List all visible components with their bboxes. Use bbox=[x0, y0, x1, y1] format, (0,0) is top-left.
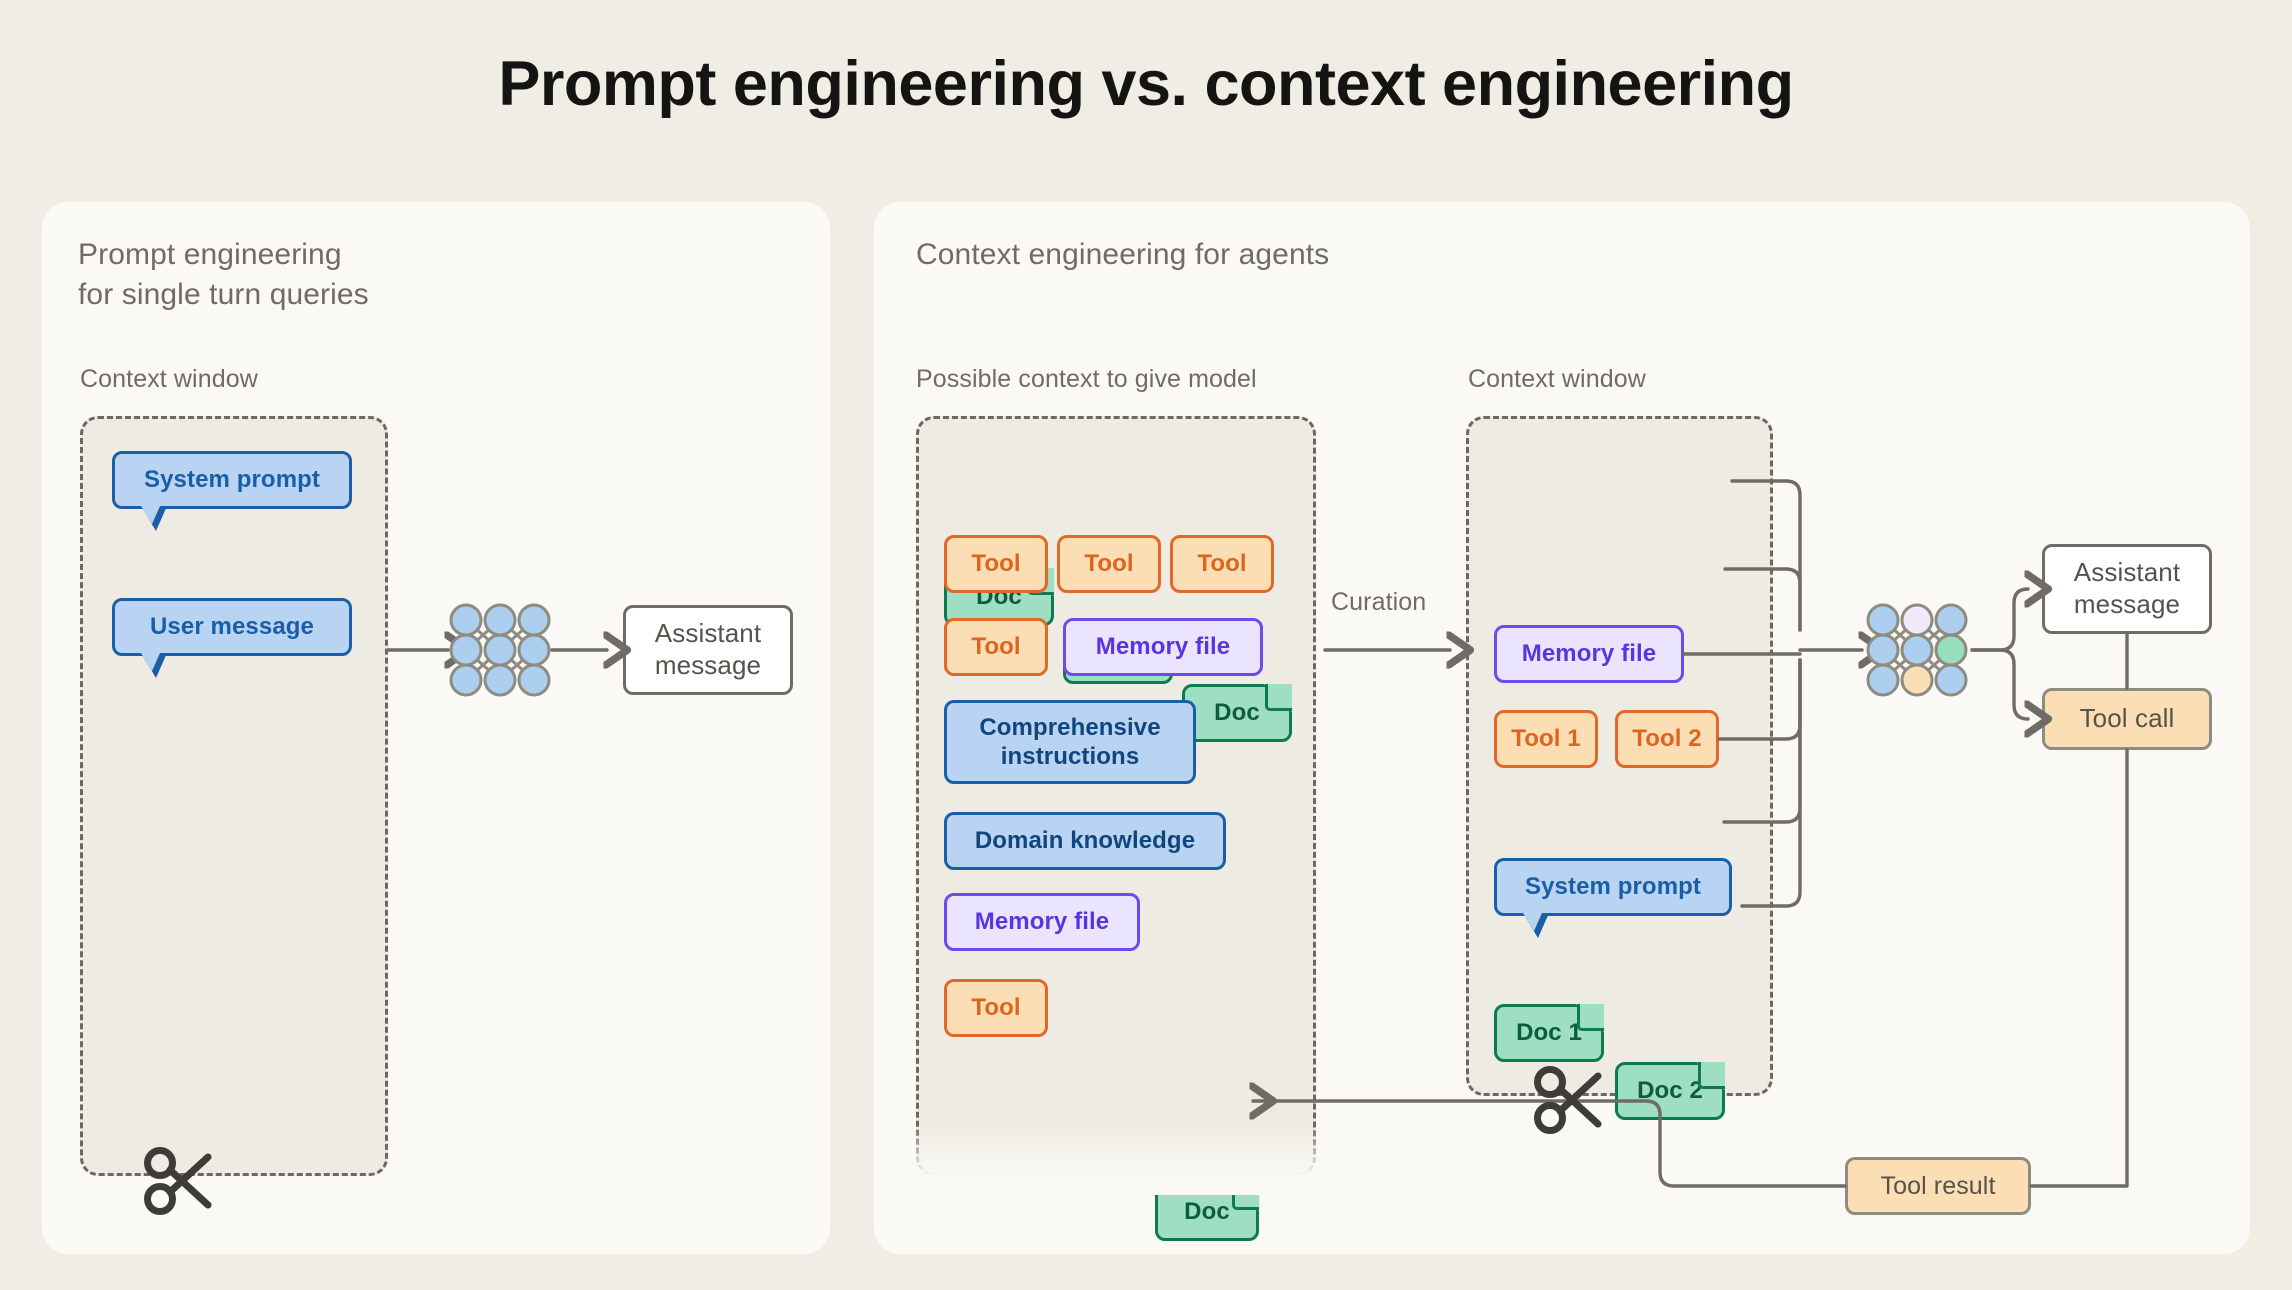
chip-label: System prompt bbox=[1524, 873, 1701, 901]
chip-label: Doc bbox=[1214, 699, 1260, 727]
feedback-tool-result[interactable]: Tool result bbox=[1845, 1157, 2031, 1215]
chip-label: Comprehensive instructions bbox=[979, 713, 1161, 770]
chip-doc-1-right[interactable]: Doc 1 bbox=[1494, 1003, 1605, 1062]
chip-label: Memory file bbox=[1095, 633, 1231, 661]
curation-label: Curation bbox=[1331, 588, 1427, 616]
possible-context-box bbox=[916, 416, 1316, 1176]
chip-memory-file-2[interactable]: Memory file bbox=[944, 893, 1140, 951]
chip-label: Tool result bbox=[1880, 1171, 1996, 1200]
chip-comprehensive-instructions[interactable]: Comprehensive instructions bbox=[944, 700, 1196, 784]
chip-label: System prompt bbox=[143, 466, 320, 494]
chip-tool-1[interactable]: Tool bbox=[944, 535, 1048, 593]
chip-system-prompt-left[interactable]: System prompt bbox=[112, 451, 352, 531]
chip-label: Domain knowledge bbox=[974, 827, 1196, 855]
chip-label: Tool bbox=[971, 550, 1021, 578]
chip-label: Doc 2 bbox=[1637, 1077, 1703, 1105]
output-assistant-message-right[interactable]: Assistant message bbox=[2042, 544, 2212, 634]
page-title: Prompt engineering vs. context engineeri… bbox=[498, 49, 1794, 119]
context-window-label-left: Context window bbox=[80, 365, 258, 393]
chip-domain-knowledge[interactable]: Domain knowledge bbox=[944, 812, 1226, 870]
chip-system-prompt-right[interactable]: System prompt bbox=[1494, 858, 1732, 938]
context-window-label-right: Context window bbox=[1468, 365, 1646, 393]
chip-label: Doc bbox=[1184, 1198, 1230, 1226]
chip-tool-2-right[interactable]: Tool 2 bbox=[1615, 710, 1719, 768]
right-panel-title: Context engineering for agents bbox=[916, 238, 1330, 271]
left-panel-title: Prompt engineering for single turn queri… bbox=[78, 238, 369, 311]
chip-tool-4[interactable]: Tool bbox=[944, 618, 1048, 676]
chip-label: Tool bbox=[1197, 550, 1247, 578]
chip-label: Tool call bbox=[2079, 703, 2175, 734]
chip-tool-3[interactable]: Tool bbox=[1170, 535, 1274, 593]
chip-label: Assistant message bbox=[654, 618, 762, 680]
chip-tool-1-right[interactable]: Tool 1 bbox=[1494, 710, 1598, 768]
chip-label: Memory file bbox=[974, 908, 1110, 936]
chip-doc-2-right[interactable]: Doc 2 bbox=[1615, 1061, 1726, 1120]
chip-doc-3[interactable]: Doc bbox=[1182, 683, 1293, 742]
chip-tool-2[interactable]: Tool bbox=[1057, 535, 1161, 593]
chip-label: Tool 1 bbox=[1511, 725, 1581, 753]
chip-user-message-left[interactable]: User message bbox=[112, 598, 352, 678]
chip-label: Doc 1 bbox=[1516, 1019, 1582, 1047]
chip-label: Assistant message bbox=[2073, 557, 2181, 619]
chip-memory-file-1[interactable]: Memory file bbox=[1063, 618, 1263, 676]
chip-label: Memory file bbox=[1521, 640, 1657, 668]
chip-label: Tool bbox=[1084, 550, 1134, 578]
chip-memory-file-right[interactable]: Memory file bbox=[1494, 625, 1684, 683]
chip-label: Tool bbox=[971, 633, 1021, 661]
output-tool-call[interactable]: Tool call bbox=[2042, 688, 2212, 750]
chip-label: User message bbox=[150, 613, 314, 641]
chip-label: Tool 2 bbox=[1632, 725, 1702, 753]
output-assistant-message-left[interactable]: Assistant message bbox=[623, 605, 793, 695]
context-window-box-left bbox=[80, 416, 388, 1176]
chip-label: Tool bbox=[971, 994, 1021, 1022]
chip-tool-5[interactable]: Tool bbox=[944, 979, 1048, 1037]
chip-doc-4[interactable]: Doc bbox=[1155, 1182, 1260, 1241]
possible-context-label: Possible context to give model bbox=[916, 365, 1257, 393]
